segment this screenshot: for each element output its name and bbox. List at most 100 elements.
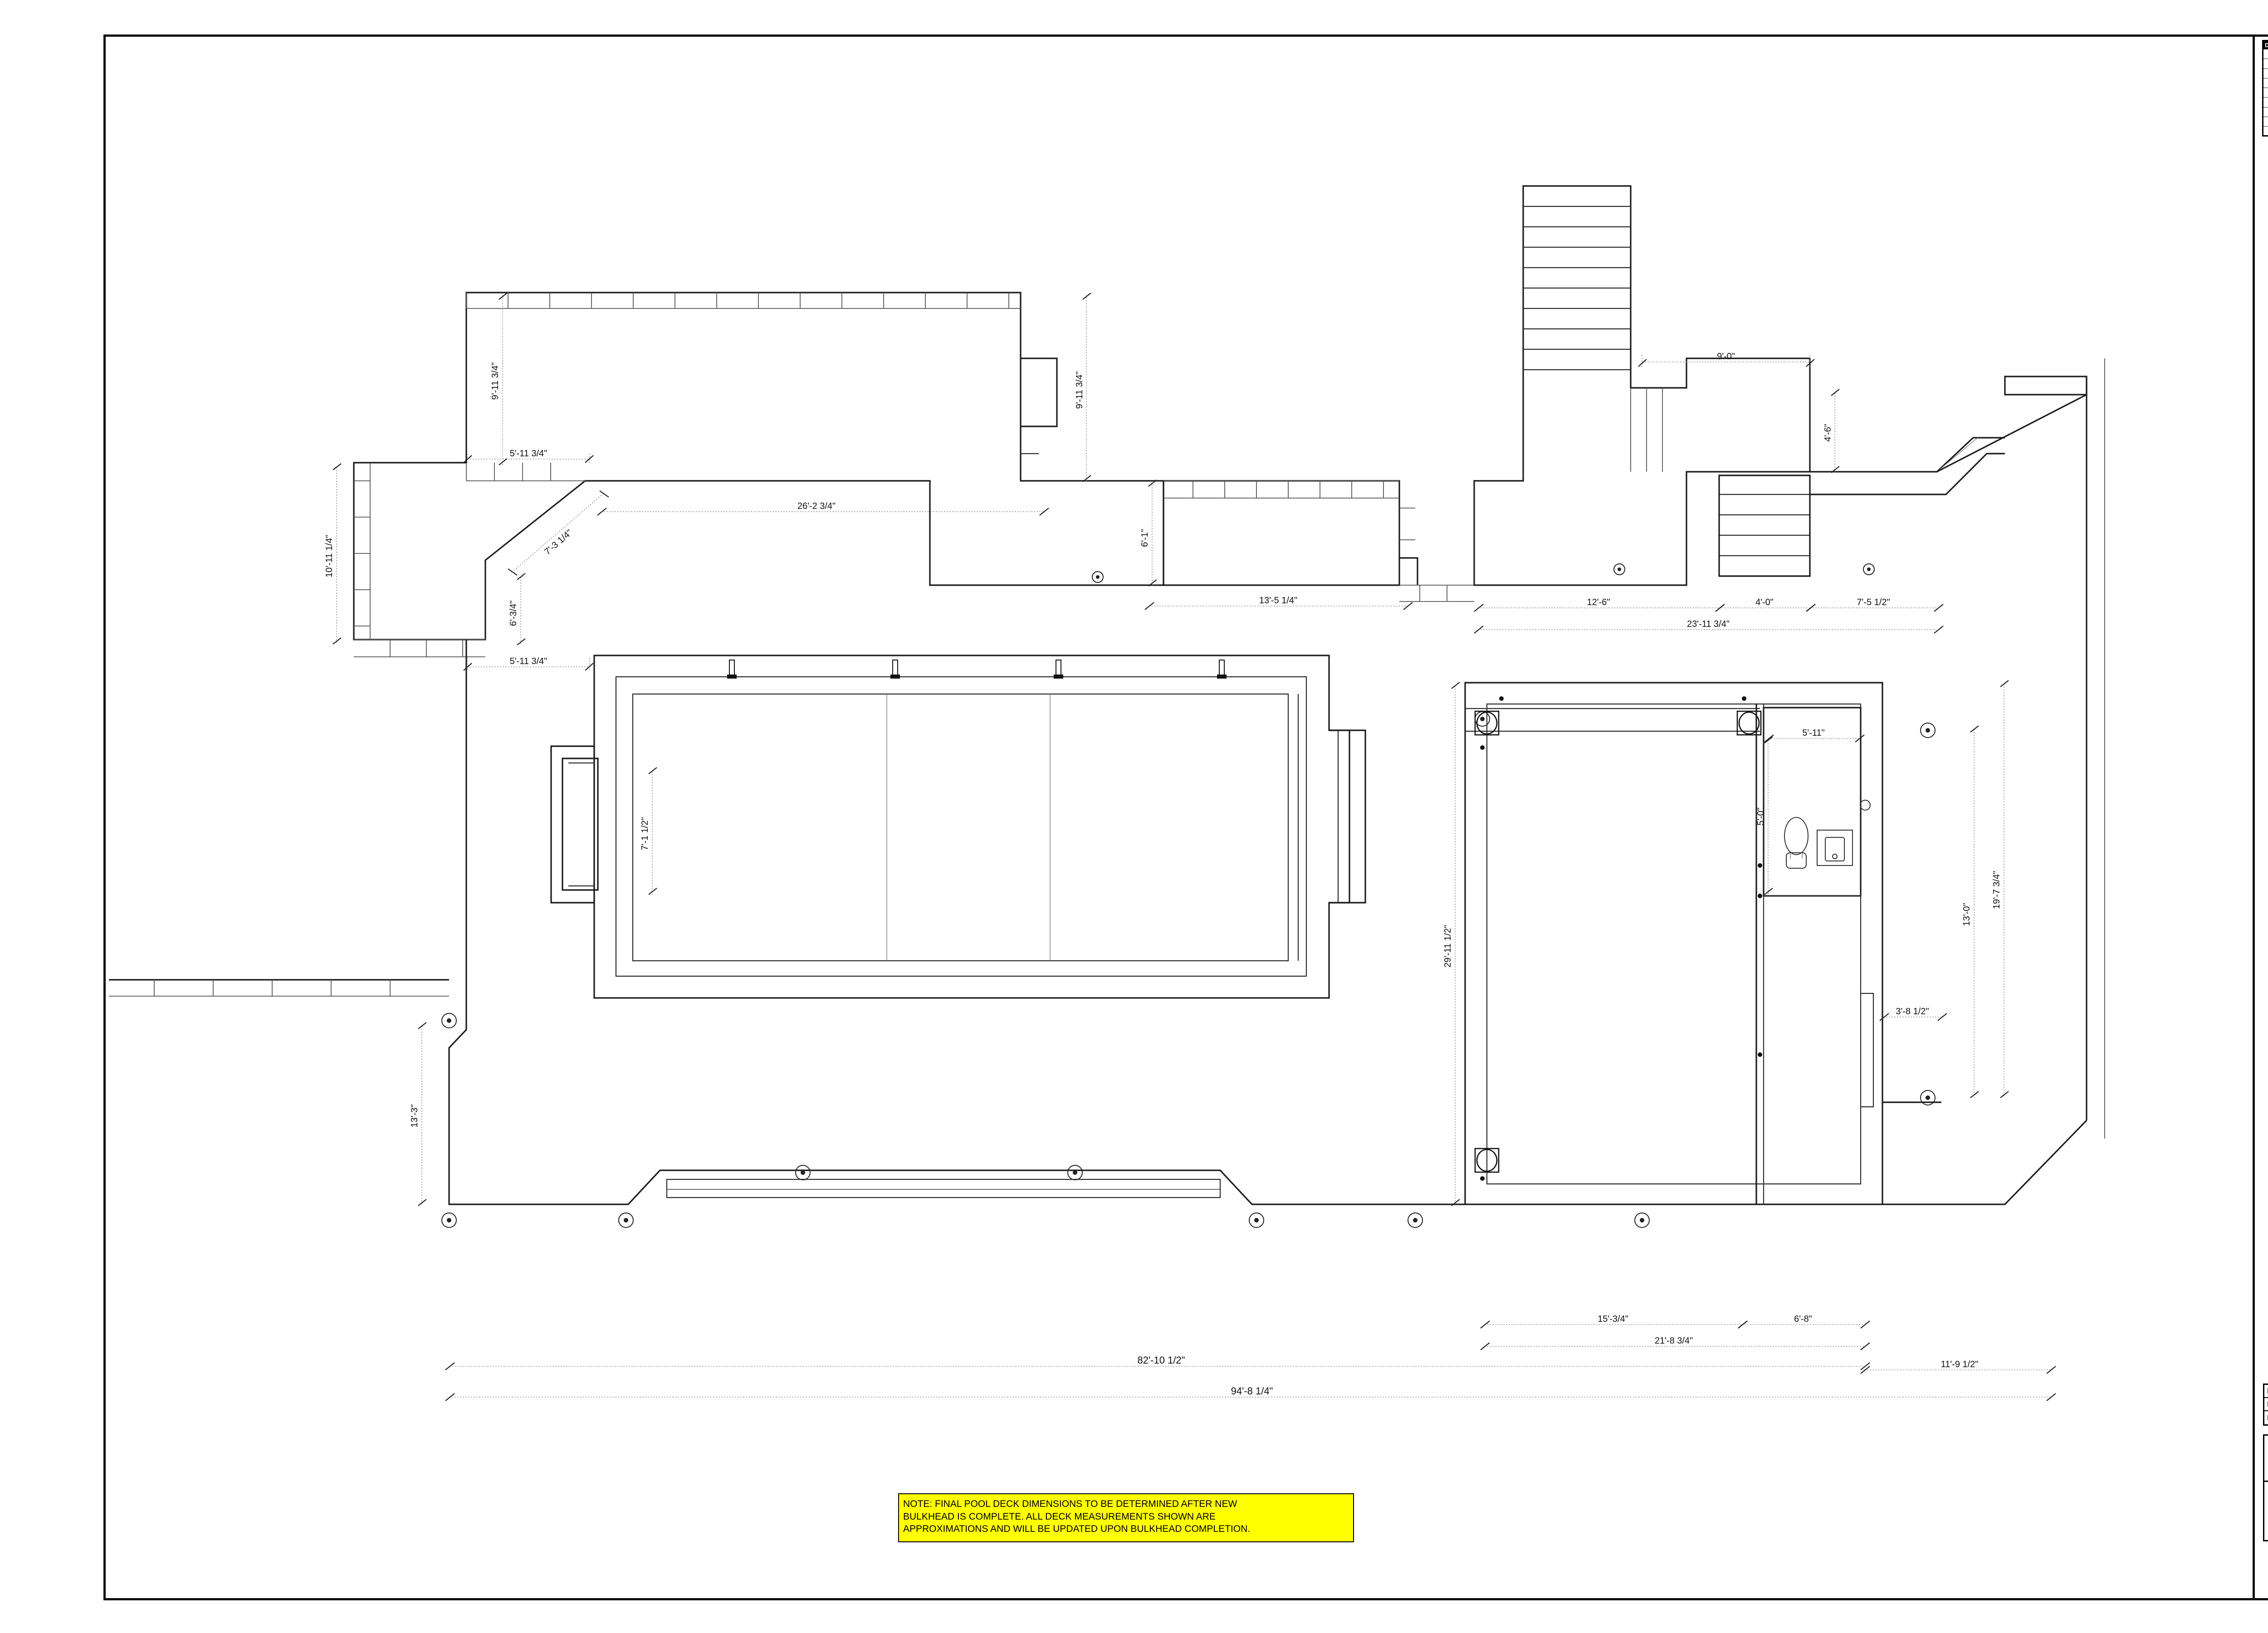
dim-9-11-34-left: 9'-11 3/4" <box>490 293 508 465</box>
svg-text:15'-3/4": 15'-3/4" <box>1598 1314 1628 1324</box>
svg-text:26'-2 3/4": 26'-2 3/4" <box>797 501 836 511</box>
svg-text:10'-11 1/4": 10'-11 1/4" <box>324 535 334 577</box>
note-line-3: APPROXIMATIONS AND WILL BE UPDATED UPON … <box>903 1524 1251 1535</box>
table-row[interactable] <box>2263 126 2268 136</box>
dim-4-6: 4'-6" <box>1823 389 1840 473</box>
dim-29-11-12: 29'-11 1/2" <box>1443 682 1460 1206</box>
svg-text:6'-1": 6'-1" <box>1140 529 1150 547</box>
table-row[interactable] <box>2263 49 2268 59</box>
dim-5-11-34-bottom: 5'-11 3/4" <box>463 656 594 671</box>
dim-6-8: 6'-8" <box>1738 1314 1870 1329</box>
column-markers <box>1474 696 1762 1181</box>
revision-date-cell <box>2263 127 2268 136</box>
house-middle-wing-outline <box>1092 480 1474 602</box>
svg-text:5'-11 3/4": 5'-11 3/4" <box>510 656 547 666</box>
svg-text:6'-3/4": 6'-3/4" <box>508 601 518 626</box>
designer-label: DESIGNER: <box>2267 1413 2268 1423</box>
svg-text:11'-9 1/2": 11'-9 1/2" <box>1941 1359 1979 1369</box>
deck-fixture-markers <box>441 711 1650 1228</box>
revision-col-date: DATE <box>2265 42 2268 49</box>
bathroom <box>1763 707 1871 897</box>
svg-text:13'-5 1/4": 13'-5 1/4" <box>1259 596 1297 606</box>
revision-date-cell <box>2263 49 2268 59</box>
project-no-label: PROJECT NO. <box>2267 1387 2268 1396</box>
dim-21-8-34: 21'-8 3/4" <box>1480 1336 1870 1350</box>
table-row[interactable] <box>2263 68 2268 78</box>
svg-text:19'-7 3/4": 19'-7 3/4" <box>1992 871 2002 909</box>
revision-date-cell <box>2263 78 2268 88</box>
svg-text:4'-6": 4'-6" <box>1823 424 1833 442</box>
note-line-2: BULKHEAD IS COMPLETE. ALL DECK MEASUREME… <box>903 1511 1216 1522</box>
svg-text:3'-8 1/2": 3'-8 1/2" <box>1896 1007 1929 1017</box>
spa-tanning-ledge <box>550 745 599 904</box>
svg-text:13'-0": 13'-0" <box>1962 903 1972 926</box>
sheet-border <box>103 34 2268 1600</box>
svg-text:82'-10 1/2": 82'-10 1/2" <box>1138 1354 1185 1366</box>
svg-text:12'-6": 12'-6" <box>1587 597 1610 607</box>
sink-fixture <box>1817 830 1853 866</box>
dim-label: 5'-11 3/4" <box>510 449 547 459</box>
svg-text:7'-1 1/2": 7'-1 1/2" <box>640 817 650 850</box>
revision-date-cell <box>2263 69 2268 78</box>
svg-text:9'-11 3/4": 9'-11 3/4" <box>490 362 500 400</box>
sheet-title: PROJECT DIMENSIONS <box>2263 1434 2268 1482</box>
revision-date-cell <box>2263 88 2268 97</box>
svg-text:5'-0": 5'-0" <box>1756 807 1766 826</box>
title-strip <box>2253 34 2268 1600</box>
svg-text:4'-0": 4'-0" <box>1755 597 1774 607</box>
table-row[interactable] <box>2263 117 2268 126</box>
house-upper-left-outline <box>353 292 1164 657</box>
svg-text:9'-0": 9'-0" <box>1717 352 1735 362</box>
dim-9-11-34-right: 9'-11 3/4" <box>1075 293 1091 482</box>
dim-6-1: 6'-1" <box>1140 479 1157 587</box>
dim-3-8-12: 3'-8 1/2" <box>1879 1007 1947 1021</box>
revision-date-cell <box>2263 117 2268 126</box>
table-row[interactable] <box>2263 59 2268 68</box>
note-line-1: NOTE: FINAL POOL DECK DIMENSIONS TO BE D… <box>903 1499 1237 1509</box>
property-line-left <box>109 358 2105 1139</box>
pool-jet-fittings <box>727 660 1227 679</box>
revision-table: DATE REVISION <box>2262 40 2268 137</box>
revision-date-cell <box>2263 98 2268 107</box>
stair-run-lower <box>1718 474 1811 577</box>
svg-text:29'-11 1/2": 29'-11 1/2" <box>1443 925 1453 968</box>
date-label: DATE: <box>2267 1400 2268 1409</box>
dim-6-34: 6'-3/4" <box>508 573 526 645</box>
dim-9-0: 9'-0" <box>1638 352 1815 368</box>
dim-94-8-14: 94'-8 1/4" <box>445 1385 2056 1401</box>
toilet-fixture <box>1784 817 1809 869</box>
stair-run-upper <box>1523 205 1631 371</box>
sheet-number: A-6 <box>2263 1481 2268 1541</box>
dim-13-5-14: 13'-5 1/4" <box>1144 596 1413 610</box>
svg-text:94'-8 1/4": 94'-8 1/4" <box>1231 1385 1273 1397</box>
revision-date-cell <box>2263 108 2268 117</box>
dim-10-11-14: 10'-11 1/4" <box>324 463 342 645</box>
project-info-block: MITCHELL RESIDENCE 1155 Ponte Vedra Blvd… <box>2259 930 2268 1334</box>
svg-text:13'-3": 13'-3" <box>410 1105 420 1128</box>
dim-19-7-34: 19'-7 3/4" <box>1992 680 2009 1098</box>
table-row[interactable] <box>2263 78 2268 88</box>
company-logo-block: PRATT GUYS 6967 PHILLIPS HWY. | JACKSONV… <box>2259 290 2268 898</box>
dim-7-5-12: 7'-5 1/2" <box>1806 597 1944 612</box>
svg-text:9'-11 3/4": 9'-11 3/4" <box>1075 372 1085 409</box>
pool-structure <box>550 655 1366 999</box>
revision-date-cell <box>2263 59 2268 68</box>
dim-26-2-34: 26'-2 3/4" <box>597 501 1049 516</box>
deck-bulkhead-outline <box>441 640 2087 1228</box>
table-row[interactable] <box>2263 107 2268 117</box>
dim-11-9-12: 11'-9 1/2" <box>1860 1359 2056 1374</box>
date-row: DATE: 12/06/2024 <box>2264 1398 2268 1411</box>
dim-5-11-34-top: 5'-11 3/4" <box>463 449 594 464</box>
table-row[interactable] <box>2263 88 2268 97</box>
deck-dimension-note: NOTE: FINAL POOL DECK DIMENSIONS TO BE D… <box>898 1493 1354 1542</box>
dim-5-0-bath: 5'-0" <box>1756 736 1773 895</box>
svg-text:5'-11": 5'-11" <box>1802 728 1824 738</box>
dim-13-3: 13'-3" <box>410 1022 427 1206</box>
svg-text:6'-8": 6'-8" <box>1794 1314 1812 1324</box>
project-no-row: PROJECT NO. 24003 <box>2264 1385 2268 1398</box>
svg-text:7'-5 1/2": 7'-5 1/2" <box>1857 597 1890 607</box>
dim-7-1-12: 7'-1 1/2" <box>640 767 657 895</box>
table-row[interactable] <box>2263 97 2268 107</box>
